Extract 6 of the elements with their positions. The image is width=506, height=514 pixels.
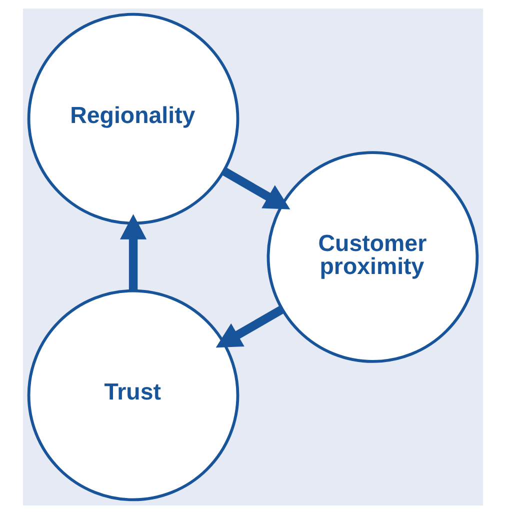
node-circle: Trust: [27, 289, 240, 502]
arrow: [222, 167, 290, 210]
node-circle: Customer proximity: [266, 151, 479, 363]
arrow: [216, 306, 284, 348]
node-circle: Regionality: [27, 12, 240, 225]
arrow: [120, 214, 147, 291]
